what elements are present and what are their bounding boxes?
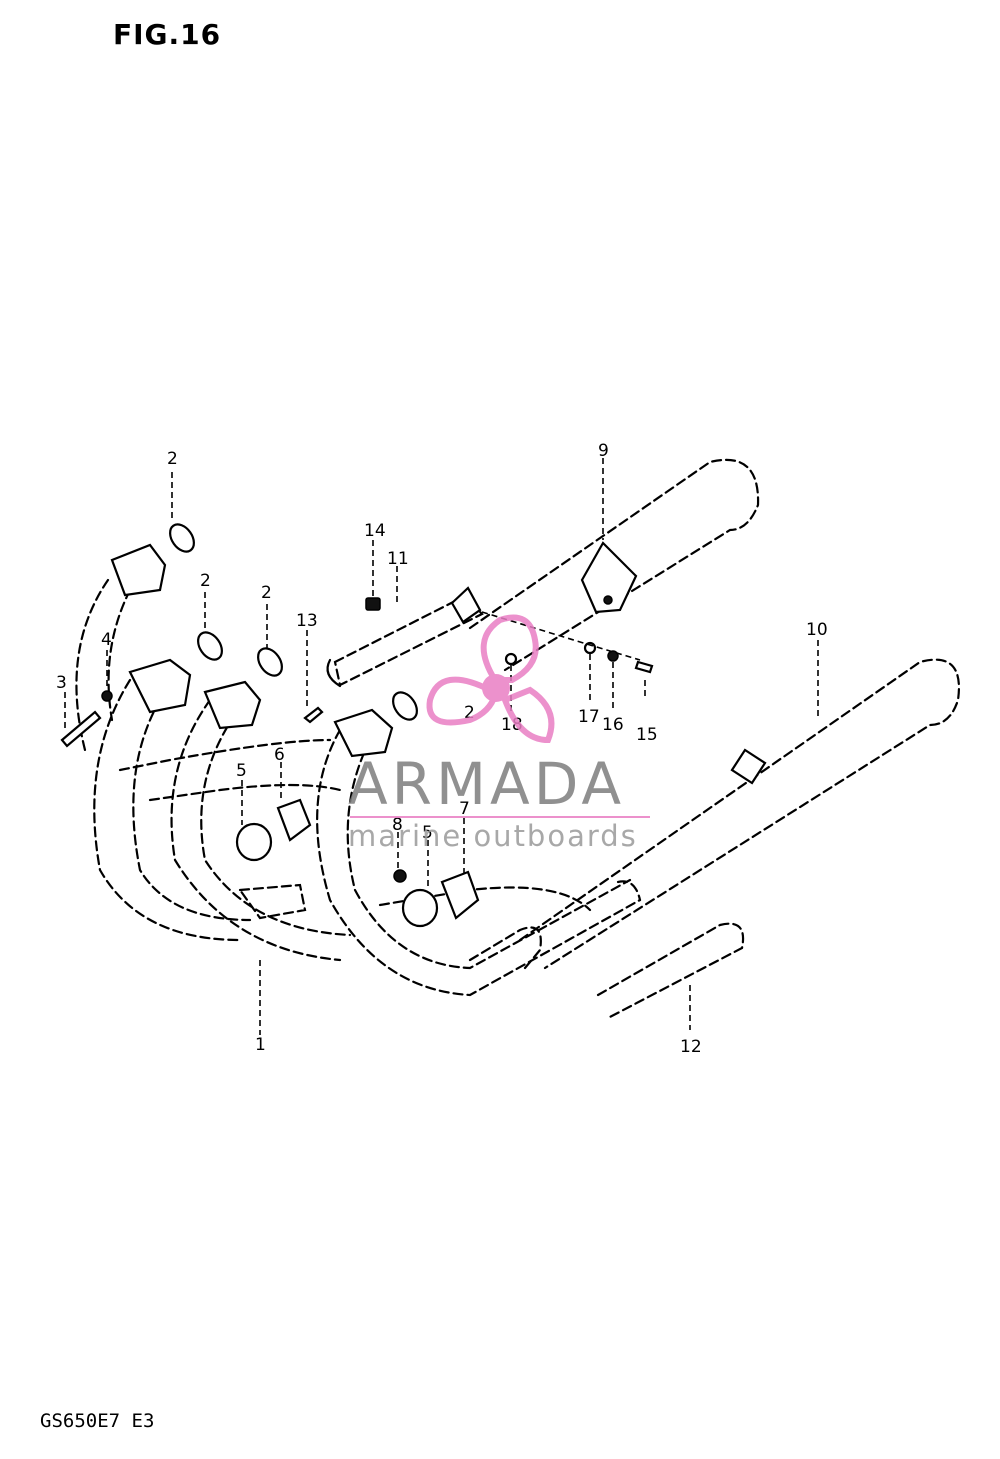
- callout-5b: 5: [422, 823, 433, 843]
- nut-16: [607, 650, 619, 662]
- nut-8: [393, 869, 407, 883]
- bolt-15: [634, 660, 654, 674]
- muffler-bracket-lower: [730, 748, 767, 785]
- muffler-lower: [518, 658, 960, 970]
- muffler-bracket-upper: [580, 541, 638, 614]
- muffler-upper: [468, 458, 760, 672]
- callout-11: 11: [387, 549, 409, 569]
- washer-18: [504, 652, 518, 666]
- header-flange-2: [128, 658, 192, 714]
- small-parts: [60, 523, 654, 928]
- callout-8: 8: [392, 815, 403, 835]
- clamp-7: [440, 870, 480, 920]
- connecting-pipe: [326, 586, 484, 688]
- callout-2b: 2: [200, 571, 211, 591]
- gasket-2d: [392, 691, 418, 721]
- callout-7: 7: [459, 799, 470, 819]
- callout-labels: 1 2 2 2 2 3 4 5 5 6 7 8 9 10 11 12 13 14…: [56, 441, 828, 1057]
- gasket-2c: [257, 647, 283, 677]
- callout-17: 17: [578, 707, 600, 727]
- callout-2d: 2: [464, 703, 475, 723]
- callout-1: 1: [255, 1035, 266, 1055]
- header-flange-1: [110, 543, 167, 597]
- leader-lines: [64, 458, 819, 1035]
- watermark: ARMADA marine outboards: [348, 614, 650, 853]
- model-code: GS650E7 E3: [40, 1410, 155, 1432]
- heat-shield: [596, 922, 745, 1020]
- callout-2a: 2: [167, 449, 178, 469]
- figure-title: FIG.16: [113, 18, 222, 51]
- callout-9: 9: [598, 441, 609, 461]
- exhaust-pipe-assembly: [75, 543, 642, 997]
- callout-4: 4: [101, 630, 112, 650]
- watermark-tagline: marine outboards: [348, 819, 638, 853]
- clamp-6: [276, 798, 312, 842]
- clamp-14: [365, 597, 381, 611]
- watermark-brand: ARMADA: [348, 750, 625, 818]
- header-flange-4: [333, 708, 394, 758]
- seal-5a: [235, 822, 273, 862]
- bolt-13: [303, 706, 324, 724]
- gasket-2b: [197, 631, 223, 661]
- callout-12: 12: [680, 1037, 702, 1057]
- bolt-3: [60, 710, 102, 748]
- callout-2c: 2: [261, 583, 272, 603]
- nut-4: [101, 690, 113, 702]
- callout-5a: 5: [236, 761, 247, 781]
- callout-10: 10: [806, 620, 828, 640]
- propeller-logo: [426, 614, 555, 744]
- callout-15: 15: [636, 725, 658, 745]
- seal-5b: [401, 888, 439, 928]
- callout-3: 3: [56, 673, 67, 693]
- header-flange-3: [203, 680, 262, 730]
- callout-6: 6: [274, 745, 285, 765]
- gasket-2a: [169, 523, 195, 553]
- callout-16: 16: [602, 715, 624, 735]
- callout-14: 14: [364, 521, 386, 541]
- callout-13: 13: [296, 611, 318, 631]
